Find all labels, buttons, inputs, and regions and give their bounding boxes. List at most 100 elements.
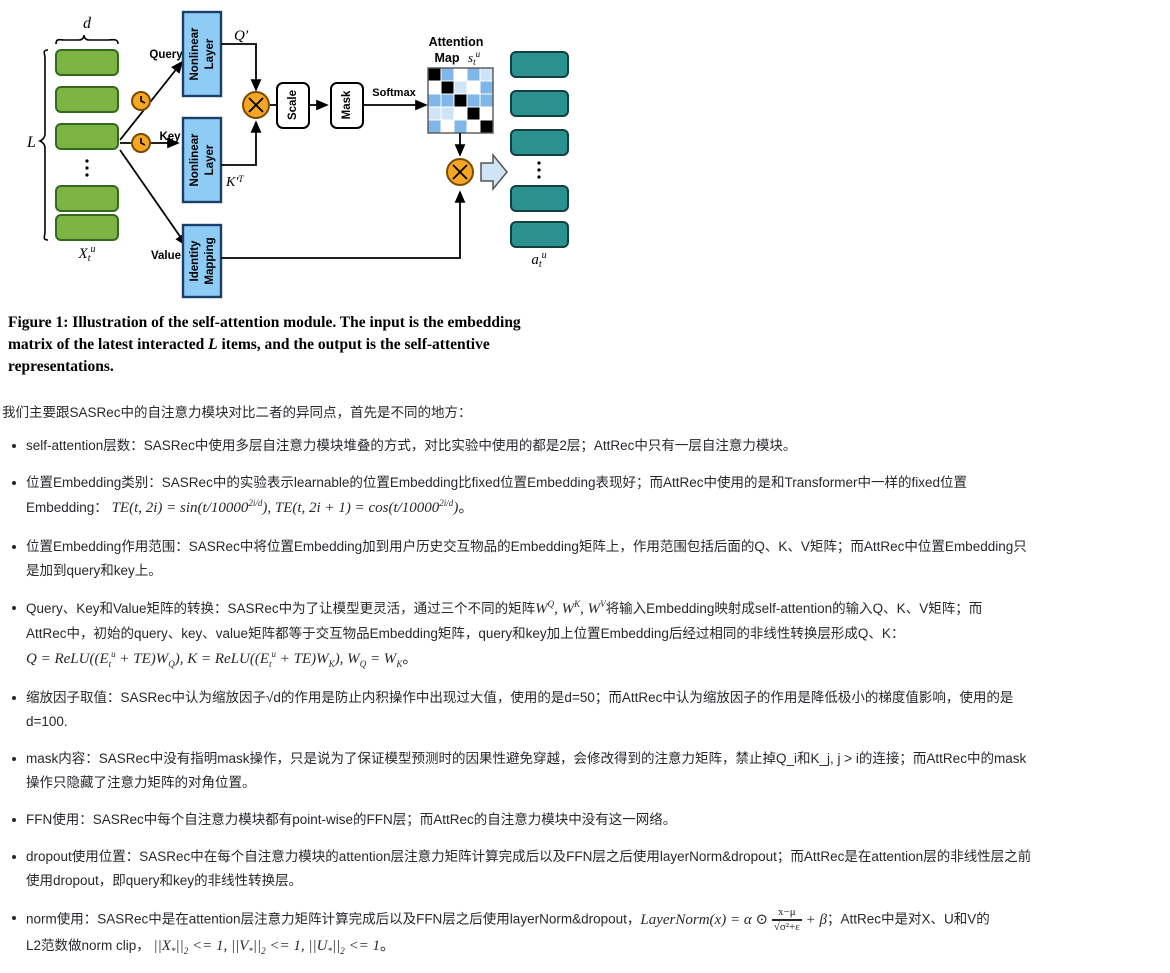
svg-text:Identity: Identity bbox=[189, 240, 201, 281]
attention-cell bbox=[427, 67, 442, 82]
block-mask: Mask bbox=[330, 82, 364, 129]
bullet-line: 使用dropout，即query和key的非线性转换层。 bbox=[26, 873, 303, 889]
svg-text:Nonlinear: Nonlinear bbox=[189, 27, 201, 81]
attention-cell bbox=[479, 67, 494, 82]
caption-text-2: items, and the output is the self-attent… bbox=[8, 336, 490, 375]
attention-cell bbox=[440, 106, 455, 121]
label-input-matrix: Xtu bbox=[78, 244, 96, 264]
attention-map-grid bbox=[427, 67, 494, 134]
diagram-svg: d L Xtu Query Key bbox=[26, 10, 569, 299]
input-embedding-blocks bbox=[55, 49, 119, 241]
attention-cell bbox=[440, 67, 455, 82]
bullet-self-attention-layers: self-attention层数：SASRec中使用多层自注意力模块堆叠的方式，… bbox=[0, 434, 1170, 458]
attention-cell bbox=[427, 80, 442, 95]
bullet-position-embedding-scope: 位置Embedding作用范围：SASRec中将位置Embedding加到用户历… bbox=[0, 535, 1170, 583]
svg-text:Mask: Mask bbox=[341, 90, 353, 119]
label-k-prime-t: K′T bbox=[225, 174, 244, 190]
bullet-position-embedding-type: 位置Embedding类别：SASRec中的实验表示learnable的位置Em… bbox=[0, 471, 1170, 522]
bullet-ffn-usage: FFN使用：SASRec中每个自注意力模块都有point-wise的FFN层；而… bbox=[0, 808, 1170, 832]
formula-qk-relu: Q = ReLU((Etu + TE)WQ), K = ReLU((Etu + … bbox=[26, 649, 418, 670]
multiply-icon-value bbox=[446, 158, 474, 186]
attention-cell bbox=[479, 93, 494, 108]
attention-cell bbox=[453, 119, 468, 134]
attention-cell bbox=[466, 119, 481, 134]
attention-cell bbox=[440, 93, 455, 108]
label-q-prime: Q′ bbox=[234, 28, 249, 44]
output-arrow-icon bbox=[480, 152, 508, 192]
figure-caption: Figure 1: Illustration of the self-atten… bbox=[8, 312, 568, 378]
formula-positional-encoding: TE(t, 2i) = sin(t/100002i/d), TE(t, 2i +… bbox=[111, 497, 474, 516]
attention-cell bbox=[466, 67, 481, 82]
bullet-line: L2范数做norm clip， bbox=[26, 938, 150, 954]
multiply-icon-qk bbox=[242, 91, 270, 119]
svg-text:Layer: Layer bbox=[204, 144, 216, 175]
page-root: d L Xtu Query Key bbox=[0, 0, 1031, 956]
bullet-line-tail: ；AttRec中是对X、U和V的 bbox=[826, 911, 990, 927]
bullet-qkv-transform: Query、Key和Value矩阵的转换：SASRec中为了让模型更灵活，通过三… bbox=[0, 596, 1170, 673]
branch-arrows bbox=[119, 60, 188, 247]
bullet-line: Query、Key和Value矩阵的转换：SASRec中为了让模型更灵活，通过三… bbox=[26, 600, 536, 616]
bullet-line: self-attention层数：SASRec中使用多层自注意力模块堆叠的方式，… bbox=[26, 437, 797, 453]
clock-icon-query bbox=[131, 91, 151, 111]
dimension-brace-d bbox=[55, 34, 119, 45]
inline-weight-matrices: WQ, WK, WV bbox=[535, 598, 606, 617]
bullet-line: dropout使用位置：SASRec中在每个自注意力模块的attention层注… bbox=[26, 849, 1032, 865]
caption-prefix: Figure 1: bbox=[8, 314, 69, 331]
attention-cell bbox=[453, 93, 468, 108]
block-nonlinear-layer-query: Nonlinear Layer bbox=[181, 10, 223, 98]
attention-cell bbox=[427, 93, 442, 108]
attention-cell bbox=[479, 80, 494, 95]
block-scale: Scale bbox=[276, 82, 310, 129]
caption-italic-L: L bbox=[208, 336, 218, 353]
label-d: d bbox=[83, 15, 92, 32]
formula-norm-clip: ||X*||2 <= 1, ||V*||2 <= 1, ||U*||2 <= 1… bbox=[153, 938, 395, 957]
bullet-line: 缩放因子取值：SASRec中认为缩放因子√d的作用是防止内积操作中出现过大值，使… bbox=[26, 690, 1014, 705]
bullet-line: Embedding： bbox=[26, 499, 108, 515]
svg-text:Layer: Layer bbox=[204, 38, 216, 69]
bullet-line: AttRec中，初始的query、key、value矩阵都等于交互物品Embed… bbox=[26, 626, 905, 642]
bullet-line: 位置Embedding作用范围：SASRec中将位置Embedding加到用户历… bbox=[26, 538, 1027, 554]
label-key: Key bbox=[159, 131, 181, 143]
attention-cell bbox=[453, 80, 468, 95]
intro-paragraph: 我们主要跟SASRec中的自注意力模块对比二者的异同点，首先是不同的地方： bbox=[2, 405, 472, 420]
bullet-norm-usage: norm使用：SASRec中是在attention层注意力矩阵计算完成后以及FF… bbox=[0, 906, 1170, 960]
value-path bbox=[221, 190, 466, 259]
label-attention-symbol: stu bbox=[468, 49, 481, 67]
svg-text:Mapping: Mapping bbox=[204, 237, 216, 284]
formula-layernorm: LayerNorm(x) = α ⊙ x−μ√σ²+ε + β bbox=[640, 906, 827, 933]
attention-cell bbox=[440, 80, 455, 95]
label-attention-map-2: Map bbox=[435, 51, 460, 65]
block-nonlinear-layer-key: Nonlinear Layer bbox=[181, 116, 223, 204]
bullet-dropout-position: dropout使用位置：SASRec中在每个自注意力模块的attention层注… bbox=[0, 845, 1170, 893]
label-attention-map-1: Attention bbox=[429, 35, 484, 49]
attention-cell bbox=[453, 106, 468, 121]
bullet-line: 是加到query和key上。 bbox=[26, 562, 162, 578]
bullet-line: d=100. bbox=[26, 714, 68, 730]
caption-text-1: Illustration of the self-attention modul… bbox=[8, 314, 521, 353]
label-query: Query bbox=[149, 49, 183, 61]
attention-cell bbox=[427, 119, 442, 134]
bullet-line-tail: 将输入Embedding映射成self-attention的输入Q、K、V矩阵；… bbox=[605, 600, 983, 616]
attention-cell bbox=[479, 119, 494, 134]
label-value: Value bbox=[151, 250, 181, 262]
bullet-line: mask内容：SASRec中没有指明mask操作，只是说为了保证模型预测时的因果… bbox=[26, 751, 1027, 767]
label-output-vector: atu bbox=[531, 250, 546, 270]
attention-cell bbox=[440, 119, 455, 134]
figure-self-attention-diagram: d L Xtu Query Key bbox=[0, 0, 600, 305]
attention-cell bbox=[479, 106, 494, 121]
article-body: 我们主要跟SASRec中的自注意力模块对比二者的异同点，首先是不同的地方： se… bbox=[0, 402, 1170, 973]
sequence-brace-L bbox=[37, 49, 49, 241]
bullet-line: 操作只隐藏了注意力矩阵的对角位置。 bbox=[26, 775, 256, 791]
bullet-line: norm使用：SASRec中是在attention层注意力矩阵计算完成后以及FF… bbox=[26, 911, 641, 927]
bullet-mask-content: mask内容：SASRec中没有指明mask操作，只是说为了保证模型预测时的因果… bbox=[0, 747, 1170, 795]
attention-cell bbox=[466, 93, 481, 108]
attention-cell bbox=[466, 106, 481, 121]
qk-to-multiply-arrows bbox=[221, 43, 262, 166]
attention-cell bbox=[466, 80, 481, 95]
label-L: L bbox=[26, 134, 36, 151]
svg-text:Scale: Scale bbox=[287, 90, 299, 120]
output-blocks bbox=[510, 51, 569, 248]
bullet-line: 位置Embedding类别：SASRec中的实验表示learnable的位置Em… bbox=[26, 474, 968, 490]
svg-text:Nonlinear: Nonlinear bbox=[189, 133, 201, 187]
bullet-scaling-factor: 缩放因子取值：SASRec中认为缩放因子√d的作用是防止内积操作中出现过大值，使… bbox=[0, 686, 1170, 734]
